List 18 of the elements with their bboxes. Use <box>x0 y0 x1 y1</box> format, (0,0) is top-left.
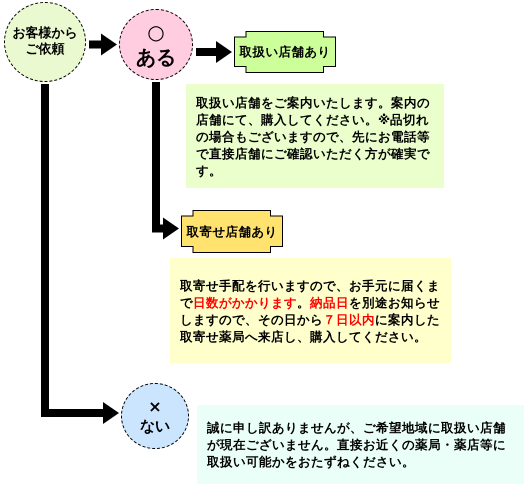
note-panel <box>186 84 444 188</box>
note-text: 取扱い店舗をご案内いたします。案内の店舗にて、購入してください。※品切れの場合もございますので、先にお電話等で直接店舗にご確認いただく方が確実です。 <box>196 94 431 178</box>
cross-mark: × <box>148 396 162 417</box>
box-label: 取扱い店舗あり <box>240 44 330 60</box>
notched-box <box>181 210 283 253</box>
circle-mark: ○ <box>147 20 165 44</box>
arrow <box>41 84 119 424</box>
note-panel <box>170 258 451 363</box>
arrow <box>89 34 117 56</box>
note-text: 誠に申し訳ありませんが、ご希望地域に取扱い店舗が現在ございません。直接お近くの薬局・薬店等に取扱い可能かをおたずねください。 <box>207 419 507 470</box>
arrow <box>152 82 179 240</box>
answer-label: ある <box>136 44 176 70</box>
notched-box <box>234 31 336 73</box>
arrow <box>196 41 232 63</box>
answer-label: ない <box>140 416 170 436</box>
request-label: お客様からご依頼 <box>12 26 78 58</box>
box-label: 取寄せ店舗あり <box>186 224 278 240</box>
note-text: 取寄せ手配を行いますので、お手元に届くまで日数がかかります。納品日を別途お知らせしますので、その日から７日以内に案内した取寄せ薬局へ来店し、購入してください。 <box>180 276 441 344</box>
